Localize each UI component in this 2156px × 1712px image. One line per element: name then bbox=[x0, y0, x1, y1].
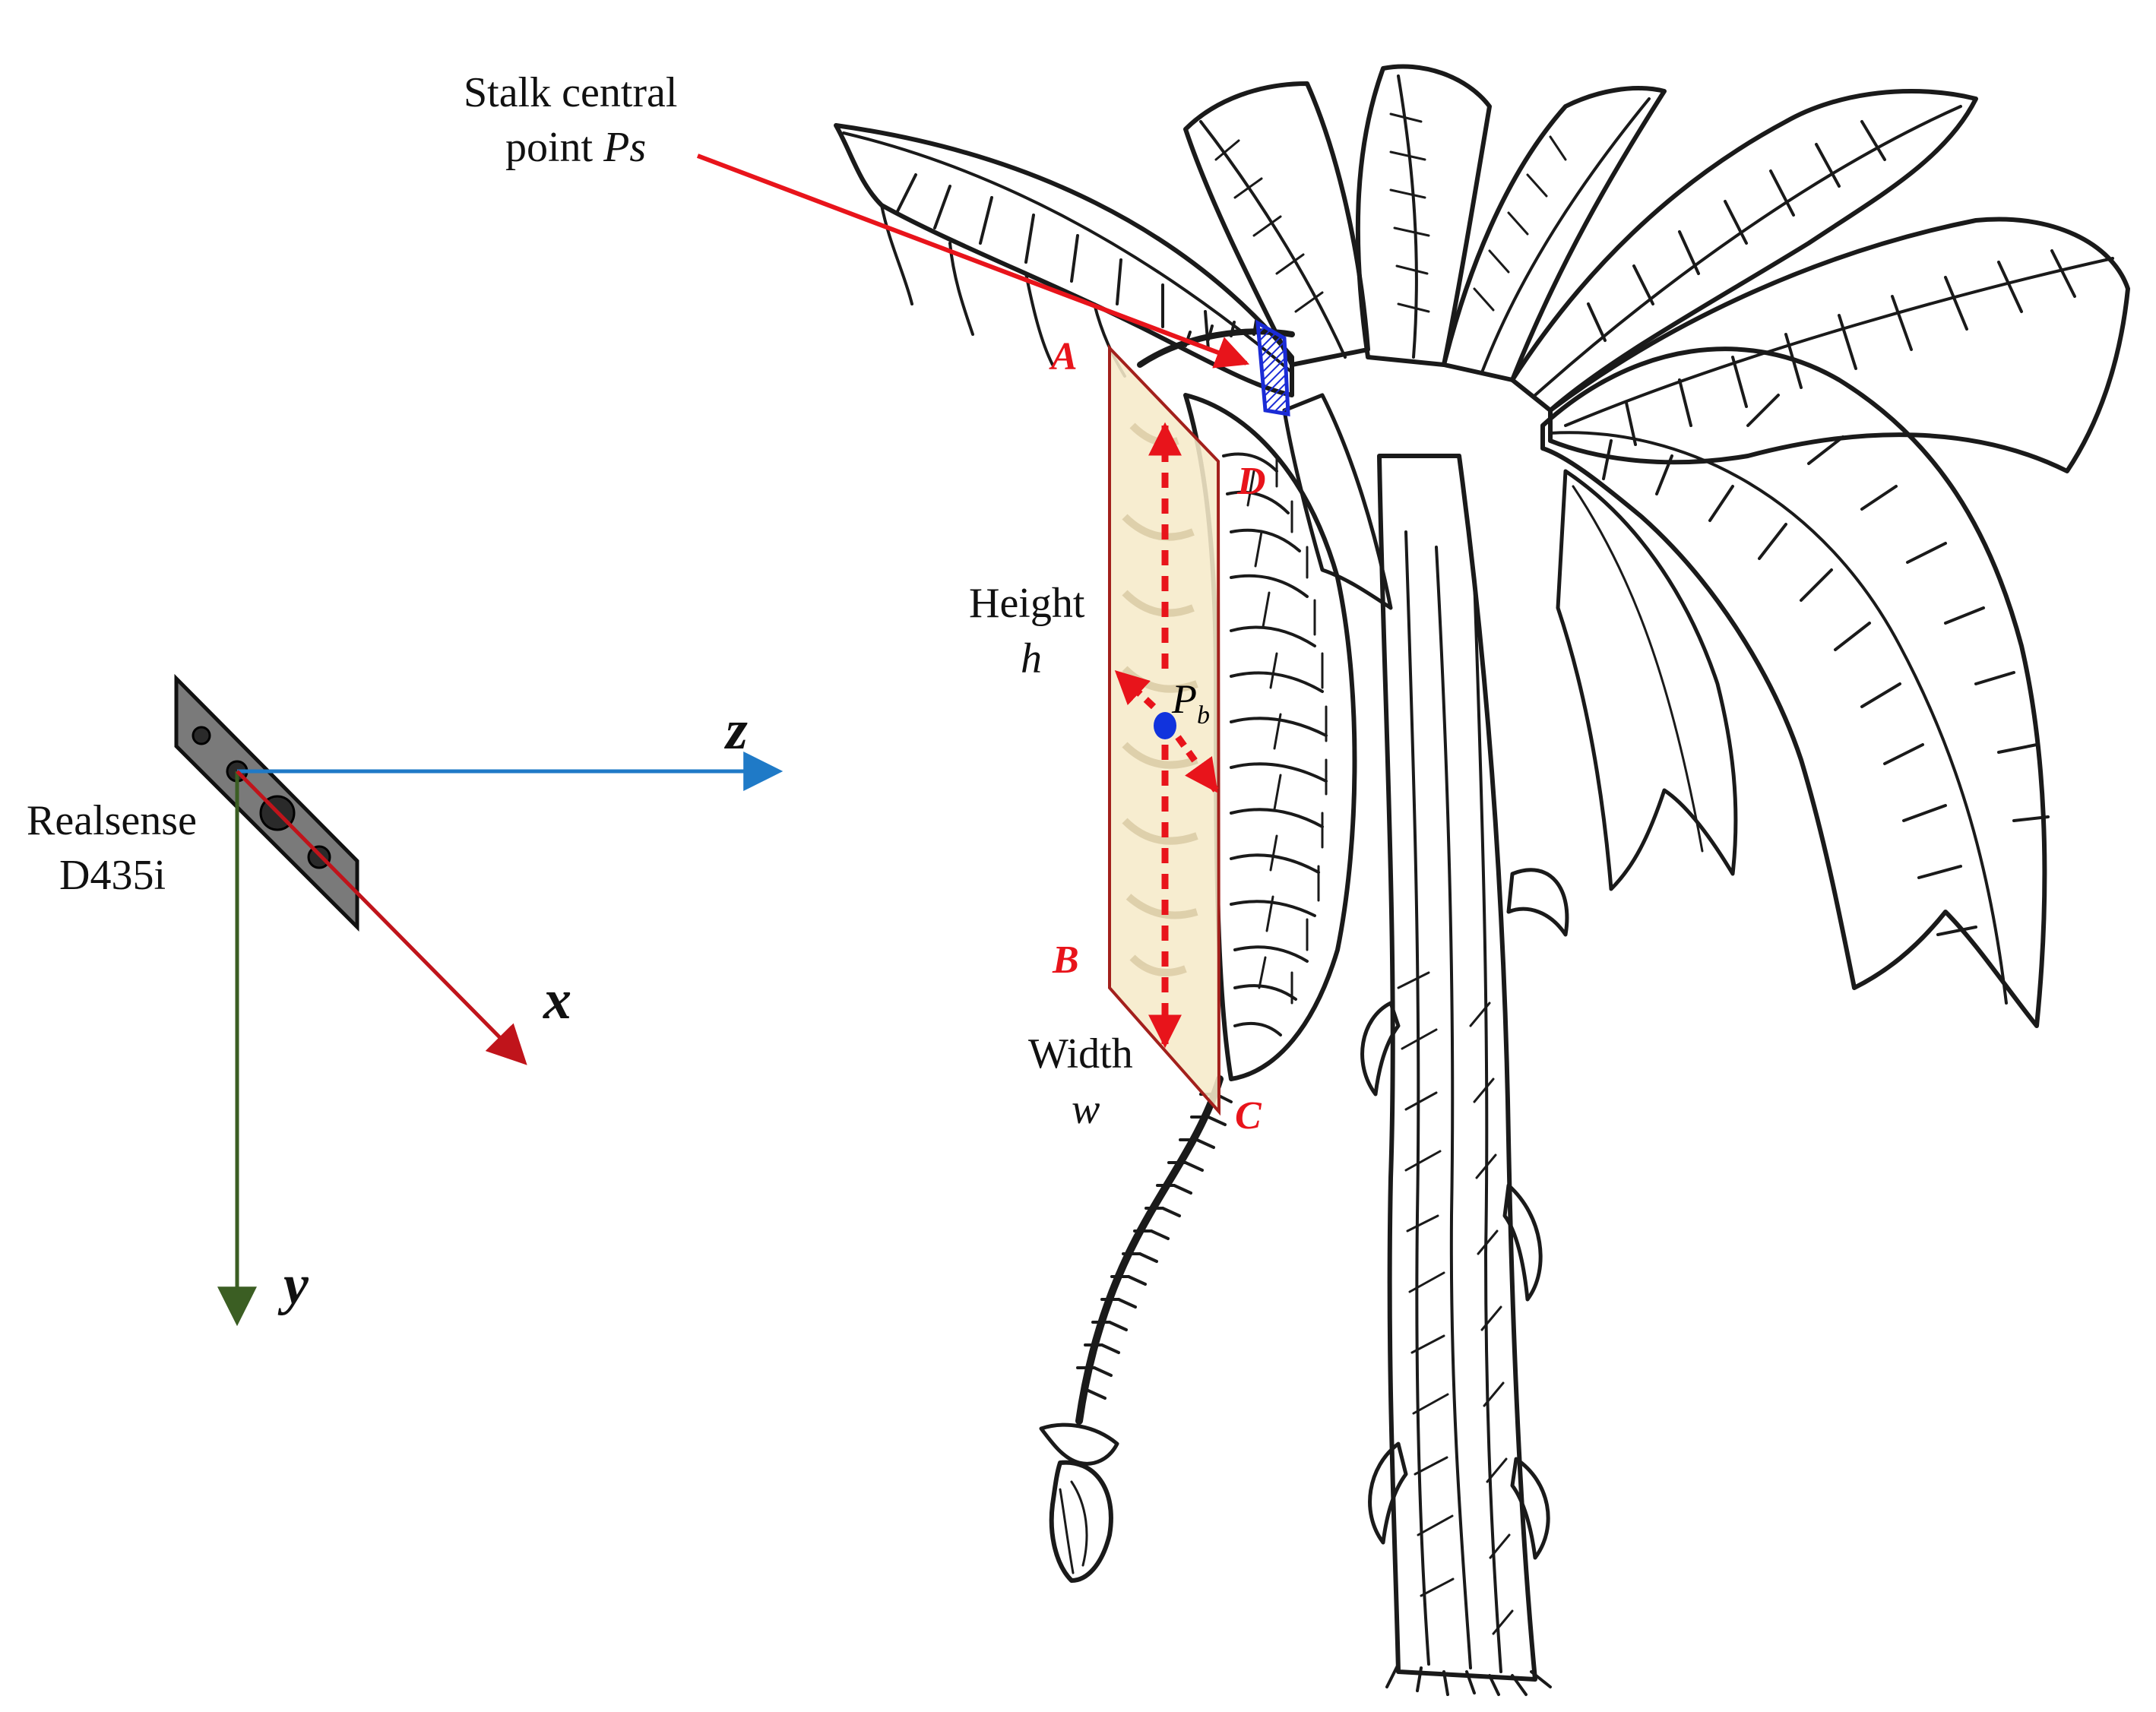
height-symbol: h bbox=[1021, 635, 1042, 682]
axis-y-label: y bbox=[277, 1254, 309, 1316]
tree-trunk bbox=[1360, 454, 1569, 1696]
center-symbol-main: P bbox=[1171, 676, 1197, 722]
tree-leaves bbox=[834, 64, 2130, 1028]
axis-x-line bbox=[236, 770, 527, 1065]
axis-z-label: z bbox=[723, 699, 748, 761]
corner-d-label: D bbox=[1236, 460, 1266, 503]
width-arrow-left bbox=[1114, 669, 1157, 710]
bounding-plane bbox=[1108, 344, 1221, 1116]
coordinate-axes bbox=[217, 752, 784, 1327]
axis-x-label: x bbox=[543, 969, 571, 1031]
stalk-label-prefix: point bbox=[505, 124, 603, 171]
corner-c-label: C bbox=[1235, 1094, 1262, 1138]
center-point-pb bbox=[1154, 712, 1176, 739]
width-symbol: w bbox=[1072, 1086, 1100, 1133]
corner-a-label: A bbox=[1049, 335, 1078, 378]
camera-label-line1: Realsense bbox=[27, 797, 197, 844]
stalk-marker bbox=[1255, 319, 1290, 416]
stalk-symbol: Ps bbox=[603, 124, 646, 171]
banana-rachis bbox=[1039, 1075, 1233, 1583]
stalk-label-line1: Stalk central bbox=[464, 69, 677, 116]
camera-label-line2: D435i bbox=[59, 852, 166, 899]
center-label: Pb bbox=[1171, 676, 1210, 729]
stalk-pointer-arrow bbox=[696, 153, 1250, 369]
center-symbol-sub: b bbox=[1197, 701, 1210, 729]
corner-b-label: B bbox=[1052, 938, 1079, 982]
height-label: Height bbox=[969, 580, 1085, 627]
width-label: Width bbox=[1028, 1030, 1133, 1078]
stalk-label-line2: point Ps bbox=[505, 124, 646, 171]
banana-tree-icon bbox=[834, 64, 2130, 1696]
